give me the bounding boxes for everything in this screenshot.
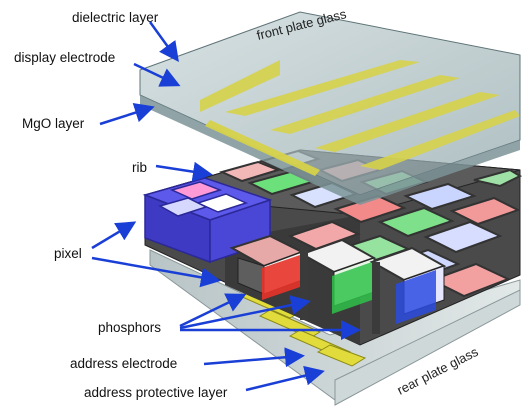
rear-plate-glass	[149, 249, 521, 406]
arrows	[91, 21, 361, 392]
label-address-electrode: address electrode	[70, 356, 177, 371]
arrow-pixel-2	[91, 256, 221, 288]
label-address-protective-layer: address protective layer	[84, 385, 228, 400]
arrow-rib	[155, 161, 213, 182]
label-display-electrode: display electrode	[14, 50, 115, 65]
arrow-address-protective-layer	[245, 365, 325, 392]
arrow-phosphors-red	[179, 293, 247, 328]
label-rib: rib	[132, 160, 147, 175]
arrow-phosphors-green	[179, 295, 311, 330]
front-plate-glass	[139, 11, 521, 205]
arrow-mgo-layer	[99, 103, 155, 126]
pixel-highlight	[142, 177, 273, 264]
label-phosphors: phosphors	[98, 320, 161, 335]
arrow-display-electrode	[133, 62, 181, 87]
arrow-address-electrode	[203, 347, 305, 368]
label-dielectric-layer: dielectric layer	[72, 10, 159, 25]
arrow-dielectric-layer	[148, 21, 179, 63]
front-cells	[229, 234, 447, 334]
arrow-pixel-1	[91, 221, 137, 250]
label-mgo-layer: MgO layer	[22, 116, 85, 131]
label-pixel: pixel	[54, 246, 82, 261]
